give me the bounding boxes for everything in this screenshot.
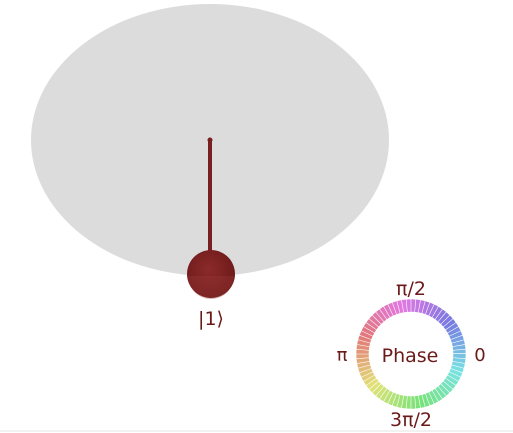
phase-label-top: π/2	[396, 278, 426, 300]
phase-label-left: π	[337, 345, 348, 366]
phase-label-right: 0	[474, 345, 485, 366]
state-vector-tip[interactable]	[187, 250, 235, 298]
phase-label-bottom: 3π/2	[390, 409, 432, 431]
state-vector-tip-highlight	[188, 276, 234, 299]
phase-wheel-segment	[452, 353, 467, 360]
ket-label: |1⟩	[198, 308, 224, 330]
phase-wheel-center-label: Phase	[382, 345, 439, 367]
phase-wheel	[355, 298, 467, 410]
sphere-center-dot	[207, 137, 213, 143]
